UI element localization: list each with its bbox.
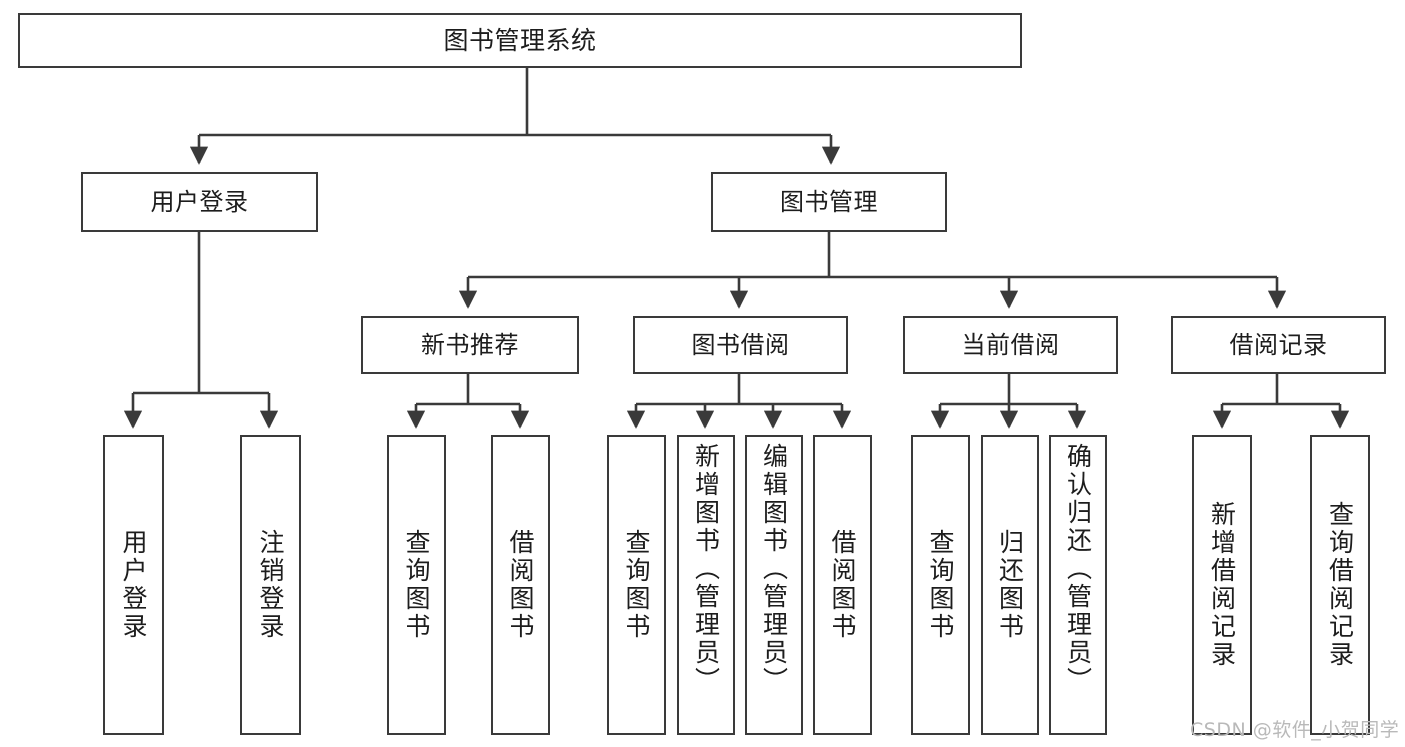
node-label: 借阅图书	[506, 529, 535, 641]
leaf-add-book-admin[interactable]: 新增图书（管理员）	[677, 435, 735, 735]
watermark-text: CSDN @软件_小贺同学	[1190, 719, 1400, 741]
node-label: 图书管理	[780, 187, 878, 216]
leaf-query-book-borrow[interactable]: 查询图书	[607, 435, 666, 735]
node-label: 借阅图书	[828, 529, 857, 641]
leaf-logout[interactable]: 注销登录	[240, 435, 301, 735]
leaf-borrow-book[interactable]: 借阅图书	[813, 435, 872, 735]
node-book-borrow[interactable]: 图书借阅	[633, 316, 848, 374]
node-label: 新增借阅记录	[1207, 501, 1237, 669]
node-label: 查询图书	[402, 529, 431, 641]
node-book-management[interactable]: 图书管理	[711, 172, 947, 232]
node-borrow-record[interactable]: 借阅记录	[1171, 316, 1386, 374]
node-label: 图书管理系统	[443, 25, 597, 55]
node-label: 查询借阅记录	[1325, 501, 1355, 669]
node-label: 新书推荐	[421, 330, 519, 359]
node-new-book-recommend[interactable]: 新书推荐	[361, 316, 579, 374]
leaf-query-borrow-record[interactable]: 查询借阅记录	[1310, 435, 1370, 735]
node-label: 借阅记录	[1229, 330, 1328, 359]
leaf-confirm-return-admin[interactable]: 确认归还（管理员）	[1049, 435, 1107, 735]
node-label: 用户登录	[119, 529, 148, 641]
node-user-login[interactable]: 用户登录	[81, 172, 318, 232]
node-label: 确认归还（管理员）	[1063, 443, 1093, 695]
node-label: 查询图书	[622, 529, 651, 641]
node-label: 编辑图书（管理员）	[759, 443, 789, 695]
leaf-edit-book-admin[interactable]: 编辑图书（管理员）	[745, 435, 803, 735]
node-label: 归还图书	[995, 529, 1025, 641]
leaf-borrow-book-new[interactable]: 借阅图书	[491, 435, 550, 735]
node-label: 新增图书（管理员）	[691, 443, 721, 695]
node-label: 查询图书	[926, 529, 955, 641]
leaf-add-borrow-record[interactable]: 新增借阅记录	[1192, 435, 1252, 735]
node-root-system[interactable]: 图书管理系统	[18, 13, 1022, 68]
node-label: 当前借阅	[961, 330, 1060, 359]
leaf-return-book[interactable]: 归还图书	[981, 435, 1039, 735]
node-label: 用户登录	[150, 187, 249, 216]
node-label: 图书借阅	[691, 330, 790, 359]
leaf-user-login[interactable]: 用户登录	[103, 435, 164, 735]
leaf-query-book-new[interactable]: 查询图书	[387, 435, 446, 735]
leaf-query-book-current[interactable]: 查询图书	[911, 435, 970, 735]
node-label: 注销登录	[256, 529, 285, 641]
node-current-borrow[interactable]: 当前借阅	[903, 316, 1118, 374]
